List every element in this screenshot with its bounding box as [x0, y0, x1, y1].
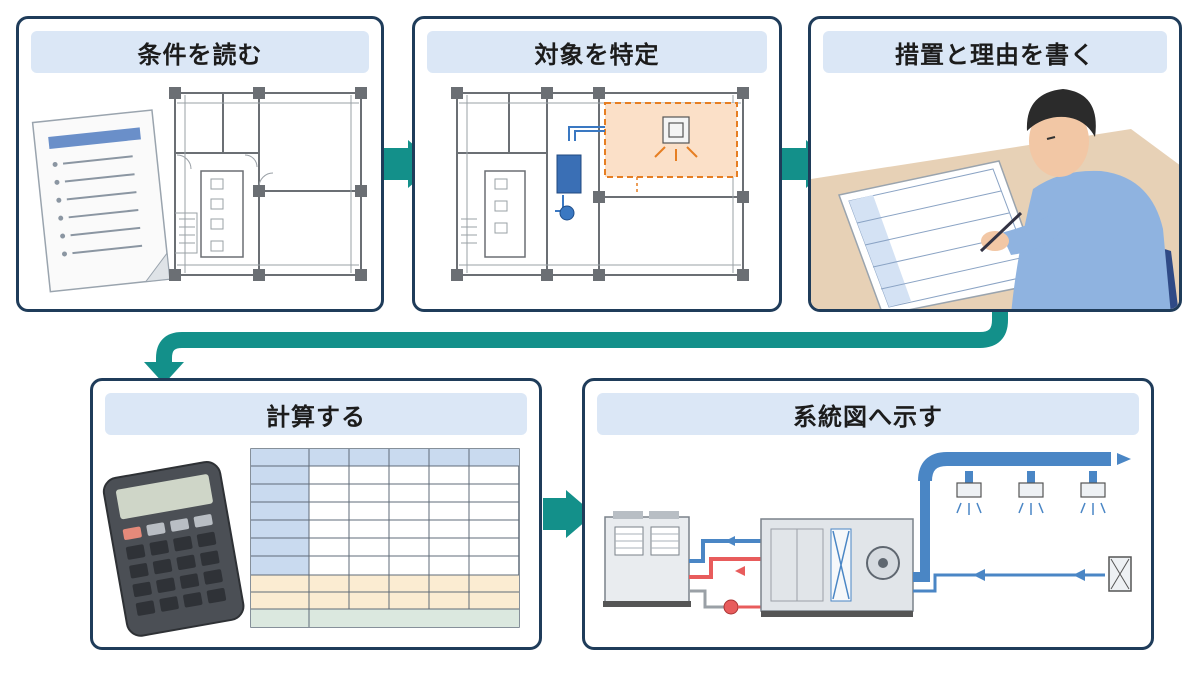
step-panel-calculate: 計算する	[90, 378, 542, 650]
step-title: 対象を特定	[427, 31, 767, 73]
step-panel-read-conditions: 条件を読む	[16, 16, 384, 312]
step-title: 措置と理由を書く	[823, 31, 1167, 73]
person-writing-icon	[811, 89, 1179, 309]
step-panel-system-diagram: 系統図へ示す	[582, 378, 1154, 650]
document-with-floor-plan-icon	[31, 87, 367, 293]
step-title: 計算する	[105, 393, 527, 435]
calculator-spreadsheet-icon	[102, 448, 520, 637]
arrow-step3-to-step4-head	[144, 362, 184, 384]
step-title: 条件を読む	[31, 31, 369, 73]
arrow-step1-to-step2	[384, 140, 436, 188]
hvac-system-diagram-icon	[603, 452, 1132, 617]
floor-plan-highlighted-area-icon	[451, 87, 749, 281]
step-panel-identify-target: 対象を特定	[412, 16, 782, 312]
arrow-step3-to-step4	[156, 312, 1008, 366]
step-title: 系統図へ示す	[597, 393, 1139, 435]
step-panel-write-measures: 措置と理由を書く	[808, 16, 1182, 312]
arrow-step4-to-step5	[543, 490, 594, 538]
